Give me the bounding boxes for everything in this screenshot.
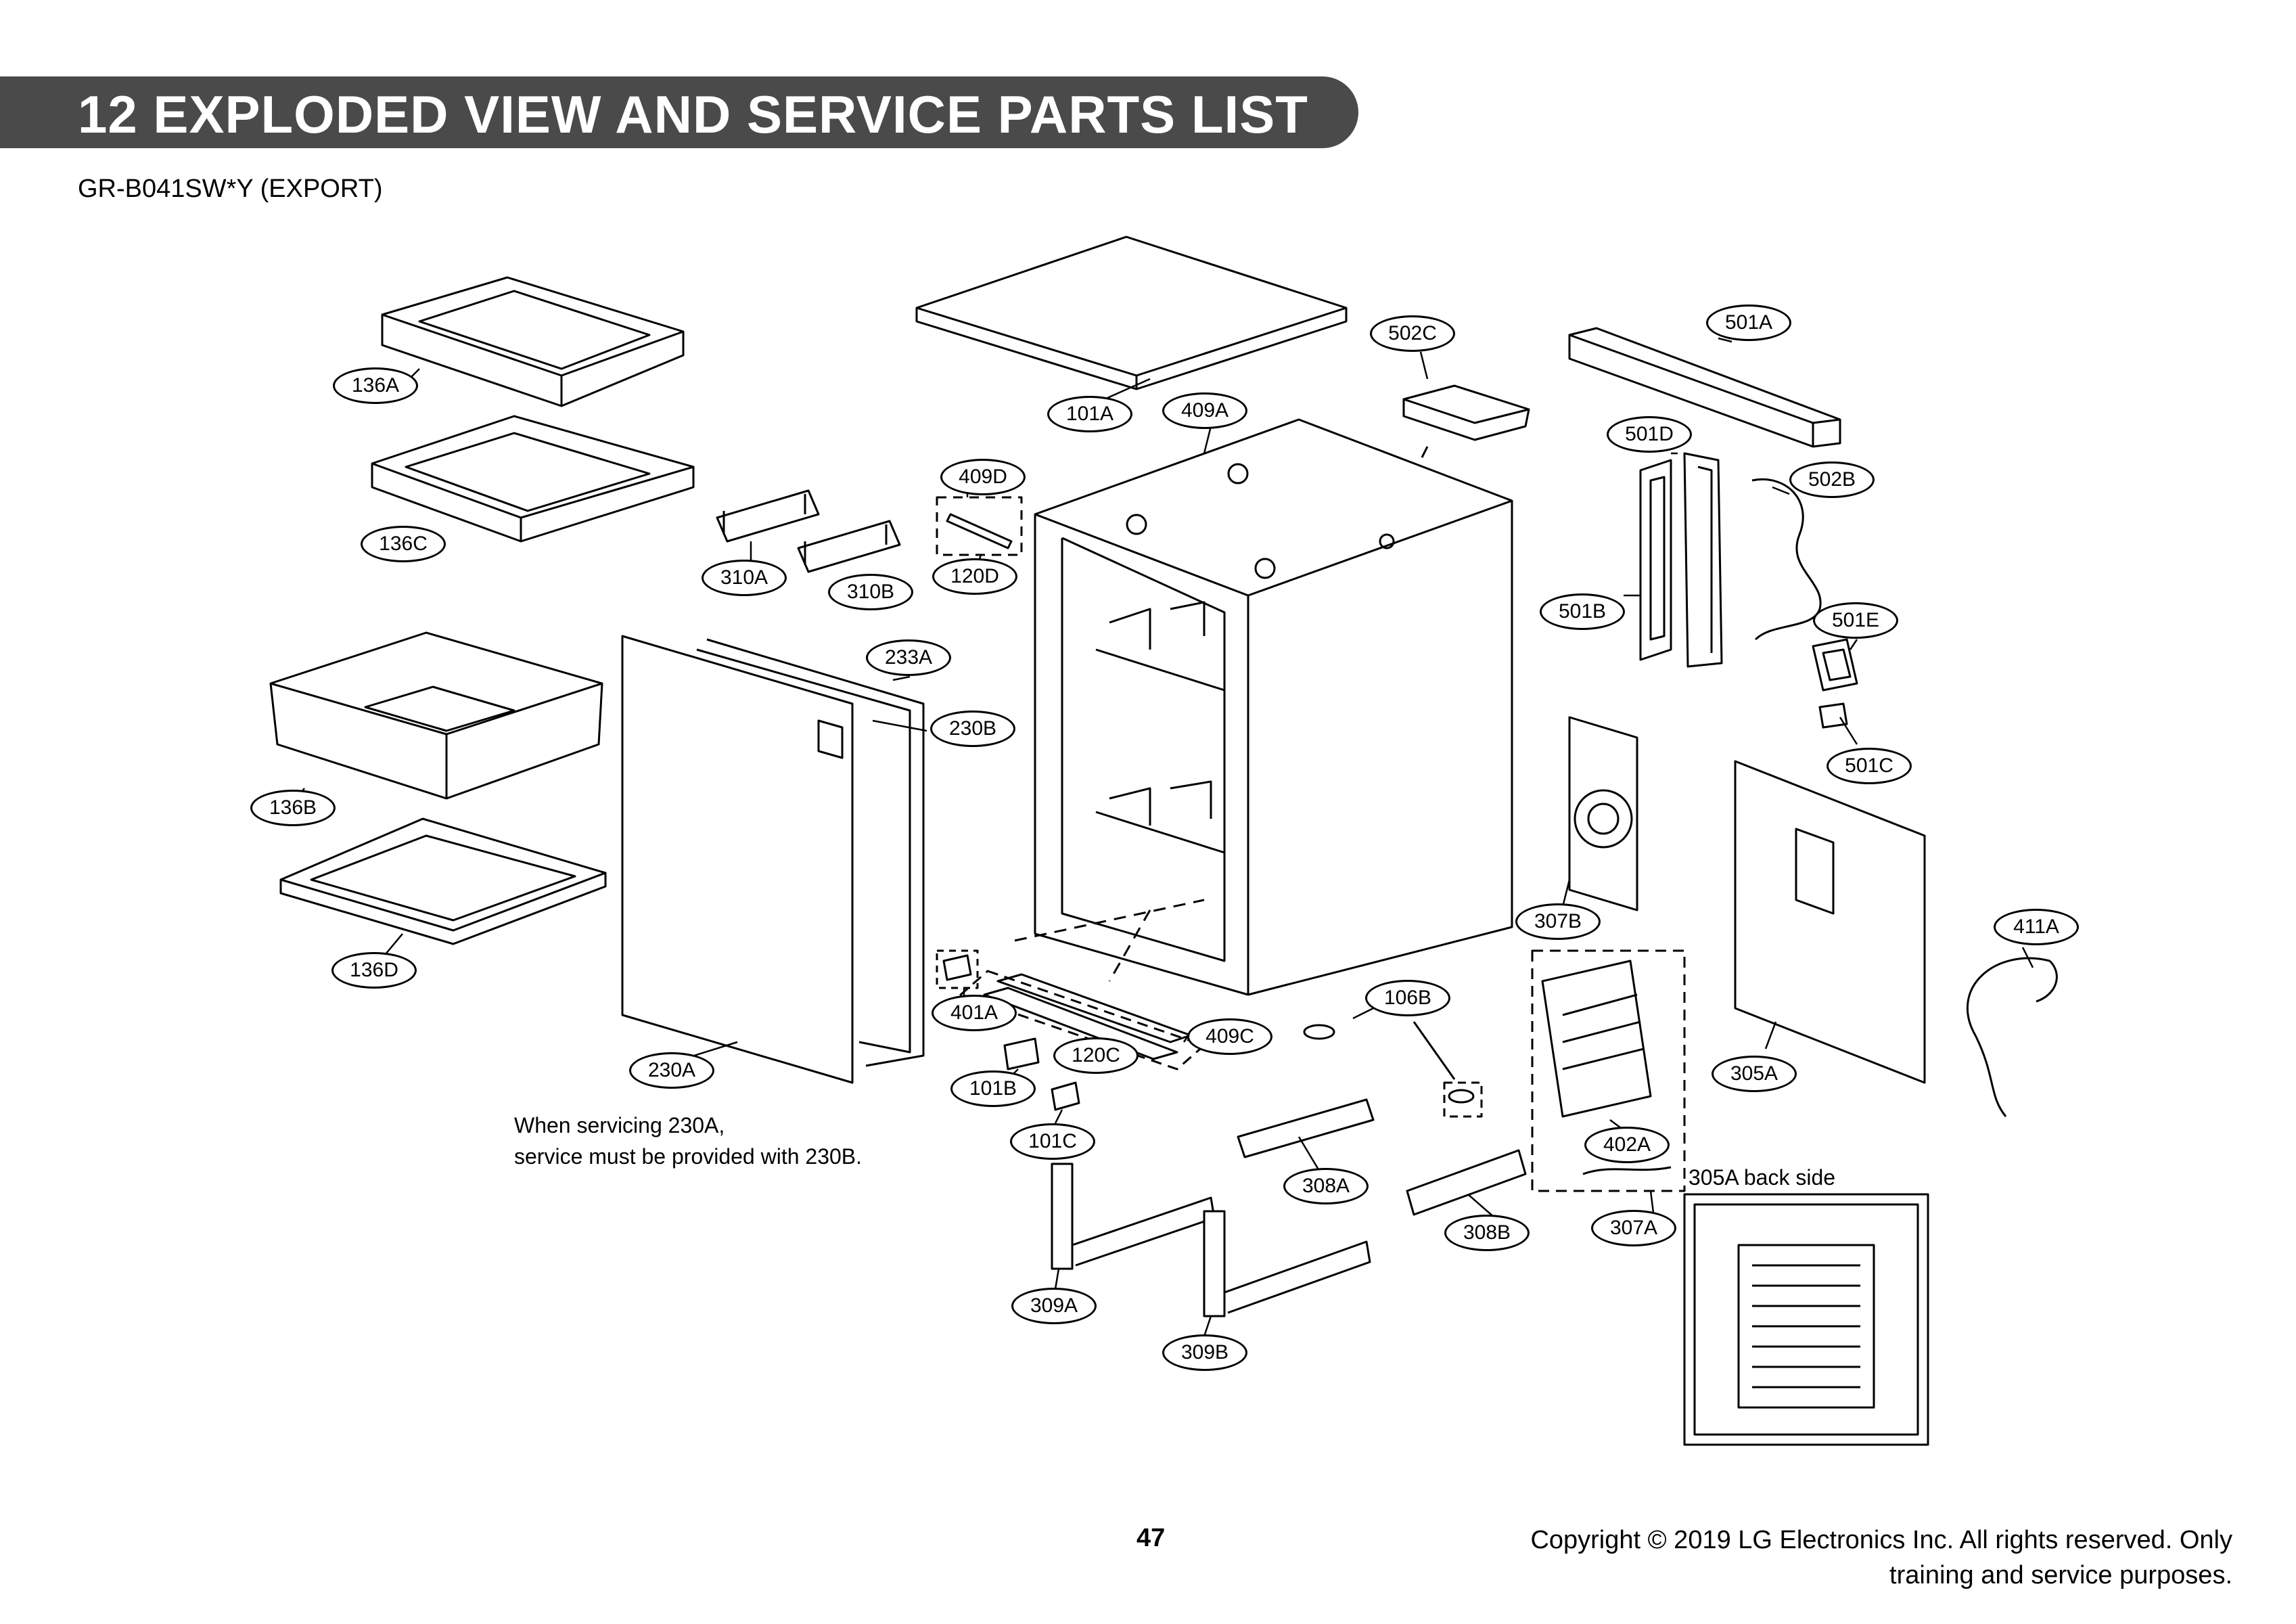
part-label-309B: 309B — [1162, 1334, 1247, 1371]
part-label-230A: 230A — [629, 1052, 714, 1089]
part-label-120C: 120C — [1053, 1037, 1139, 1074]
title-bar — [0, 76, 1358, 148]
part-309B-drawing — [1203, 1210, 1371, 1317]
part-501A-drawing — [1568, 327, 1841, 448]
part-label-309A: 309A — [1011, 1288, 1097, 1324]
part-409D-drawing — [936, 496, 1023, 556]
part-label-501A: 501A — [1706, 304, 1791, 341]
backside-label: 305A back side — [1689, 1165, 1836, 1190]
part-label-307A: 307A — [1591, 1210, 1676, 1246]
part-401A-drawing — [942, 954, 972, 981]
part-501D-501B-drawing — [1639, 452, 1822, 668]
part-308A-drawing — [1237, 1098, 1375, 1158]
part-310A-drawing — [716, 489, 820, 543]
part-label-136B: 136B — [250, 790, 336, 826]
part-label-409D: 409D — [940, 459, 1026, 495]
part-label-502C: 502C — [1370, 315, 1455, 352]
cabinet-drawing — [1034, 418, 1513, 996]
part-136B-drawing — [269, 631, 603, 800]
part-label-502B: 502B — [1789, 461, 1875, 498]
service-note: When servicing 230A, service must be pro… — [514, 1110, 862, 1172]
part-307B-drawing — [1568, 716, 1638, 911]
service-note-line1: When servicing 230A, — [514, 1113, 725, 1137]
part-label-136C: 136C — [361, 526, 446, 562]
part-label-501C: 501C — [1827, 748, 1912, 784]
part-label-307B: 307B — [1515, 903, 1601, 940]
part-label-106B: 106B — [1365, 980, 1450, 1016]
part-label-136A: 136A — [333, 367, 418, 404]
service-note-line2: service must be provided with 230B. — [514, 1144, 863, 1169]
part-label-501D: 501D — [1607, 416, 1692, 453]
page-title: 12 EXPLODED VIEW AND SERVICE PARTS LIST — [78, 85, 1308, 144]
part-label-305A: 305A — [1712, 1056, 1797, 1092]
part-label-120D: 120D — [932, 558, 1017, 595]
part-label-101C: 101C — [1010, 1123, 1095, 1160]
part-label-402A: 402A — [1584, 1127, 1670, 1163]
door-230A-drawing — [621, 635, 925, 1084]
part-501E-501C-drawing — [1812, 638, 1858, 729]
part-label-310A: 310A — [702, 560, 787, 596]
part-305A-back-side-drawing — [1683, 1193, 1929, 1446]
part-106B-drawing — [1303, 1021, 1483, 1118]
part-label-501E: 501E — [1813, 602, 1898, 639]
part-502C-drawing — [1402, 384, 1530, 441]
part-309A-drawing — [1051, 1163, 1216, 1270]
copyright-line1: Copyright © 2019 LG Electronics Inc. All… — [1530, 1526, 2232, 1554]
part-label-501B: 501B — [1540, 593, 1625, 630]
part-label-101B: 101B — [950, 1070, 1036, 1107]
part-label-136D: 136D — [331, 952, 417, 989]
part-label-101A: 101A — [1047, 396, 1132, 432]
part-101C-drawing — [1051, 1081, 1080, 1111]
part-307A-402A-drawing — [1531, 949, 1686, 1192]
page-number: 47 — [1136, 1524, 1166, 1552]
part-136C-drawing — [371, 415, 695, 543]
part-label-308B: 308B — [1444, 1215, 1530, 1251]
part-310B-drawing — [797, 520, 901, 573]
copyright-line2: training and service purposes. — [1889, 1561, 2232, 1589]
part-label-411A: 411A — [1994, 909, 2079, 945]
part-label-409C: 409C — [1187, 1018, 1272, 1055]
part-308B-drawing — [1406, 1149, 1527, 1216]
part-411A-drawing — [1966, 957, 2058, 1117]
part-label-230B: 230B — [930, 710, 1015, 747]
part-136D-drawing — [279, 817, 607, 945]
model-number: GR-B041SW*Y (EXPORT) — [78, 175, 383, 203]
part-136A-drawing — [381, 276, 685, 407]
part-label-409A: 409A — [1162, 392, 1247, 429]
part-label-308A: 308A — [1283, 1168, 1369, 1204]
part-label-233A: 233A — [866, 639, 951, 676]
copyright: Copyright © 2019 LG Electronics Inc. All… — [1530, 1522, 2232, 1593]
part-label-401A: 401A — [932, 995, 1017, 1031]
part-101B-drawing — [1003, 1037, 1040, 1070]
part-305A-drawing — [1734, 760, 1926, 1084]
part-101A-drawing — [915, 235, 1348, 390]
part-label-310B: 310B — [828, 574, 913, 610]
